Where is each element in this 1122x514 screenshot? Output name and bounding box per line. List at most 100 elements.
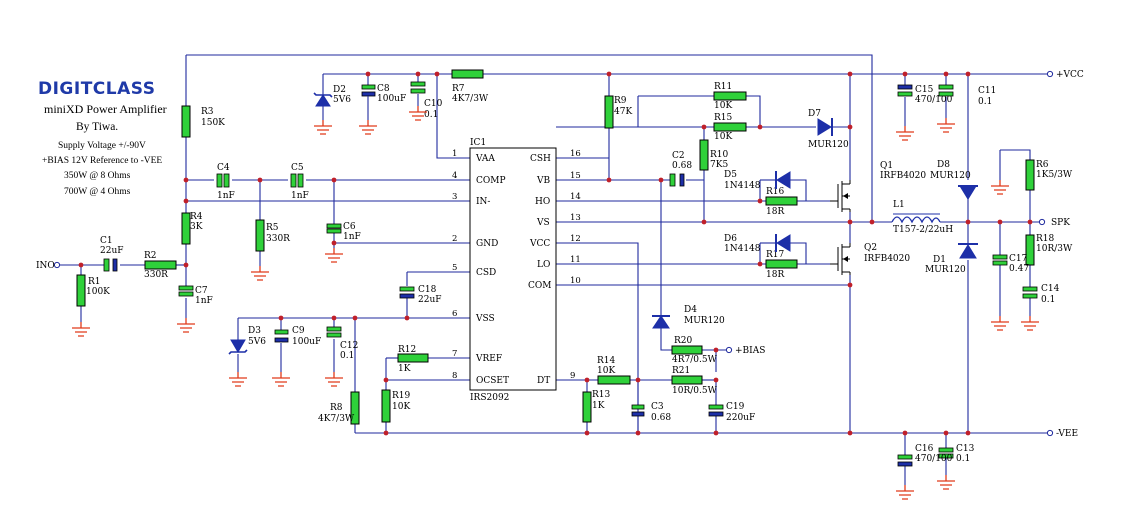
ground-icon — [229, 372, 247, 387]
ground-icon — [325, 248, 343, 263]
c18-ref: C18 — [418, 285, 437, 295]
r13-ref: R13 — [592, 390, 611, 400]
d6-ref: D6 — [724, 234, 737, 244]
ic-pin-vss: VSS — [475, 314, 495, 324]
r12-value: 1K — [398, 364, 411, 374]
d1-value: MUR120 — [925, 265, 966, 275]
c17-value: 0.47 — [1009, 264, 1029, 274]
bias-note: +BIAS 12V Reference to -VEE — [42, 155, 162, 166]
d3-value: 5V6 — [248, 337, 266, 347]
c7-value: 1nF — [195, 296, 213, 306]
ic-pin-6-num: 6 — [452, 309, 457, 319]
r2-value: 330R — [144, 270, 168, 280]
ic-pin-10-num: 10 — [570, 276, 581, 286]
d6-value: 1N4148 — [724, 244, 761, 254]
ic-pin-csd: CSD — [476, 268, 496, 278]
inductor-l1: L1 T157-2/22uH — [891, 200, 953, 235]
c18-value: 22uF — [418, 295, 442, 305]
input-terminal — [53, 261, 61, 269]
c7-ref: C7 — [195, 286, 208, 296]
resistor-r15 — [713, 122, 747, 132]
r4-value: 3K — [190, 222, 203, 232]
ic-pin-8-num: 8 — [452, 371, 457, 381]
r11-ref: R11 — [714, 82, 732, 92]
c4-value: 1nF — [217, 191, 235, 201]
ic-pin-vs: VS — [536, 218, 550, 228]
ic-pin-ho: HO — [535, 197, 550, 207]
c11-value: 0.1 — [978, 97, 992, 107]
ic-pin-7-num: 7 — [452, 349, 457, 359]
c16-value: 470/100 — [915, 454, 953, 464]
ground-icon — [251, 266, 269, 281]
r1-ref: R1 — [88, 277, 101, 287]
c1-ref: C1 — [100, 236, 113, 246]
c14-ref: C14 — [1041, 284, 1060, 294]
ground-icon — [177, 318, 195, 333]
ic-pin-in-minus: IN- — [476, 197, 490, 207]
ic-pin-gnd: GND — [476, 239, 498, 249]
d4-value: MUR120 — [684, 316, 725, 326]
resistor-r12 — [397, 353, 429, 363]
c19-ref: C19 — [726, 402, 745, 412]
ic-pin-3-num: 3 — [452, 192, 457, 202]
ground-icon — [1021, 316, 1039, 331]
r6-value: 1K5/3W — [1036, 170, 1073, 180]
mosfet-q2: Q2 IRFB4020 — [830, 243, 910, 275]
r20-ref: R20 — [674, 336, 693, 346]
c9-ref: C9 — [292, 326, 305, 336]
c6-value: 1nF — [343, 232, 361, 242]
capacitor-c8 — [361, 84, 376, 90]
ic-pin-com: COM — [528, 281, 551, 291]
bias-label: +BIAS — [735, 346, 765, 356]
c12-ref: C12 — [340, 341, 358, 351]
resistor-r6 — [1025, 159, 1035, 191]
c5-ref: C5 — [291, 163, 304, 173]
r20-value: 4R7/0.5W — [672, 355, 718, 365]
r5-value: 330R — [266, 234, 290, 244]
r1-value: 100K — [86, 287, 110, 297]
capacitor-c9 — [274, 329, 289, 335]
supply-voltage-note: Supply Voltage +/-90V — [58, 141, 146, 151]
ground-icon — [359, 120, 377, 135]
c5-value: 1nF — [291, 191, 309, 201]
d4-ref: D4 — [684, 305, 697, 315]
ic-pin-vb: VB — [536, 176, 550, 186]
resistor-r10 — [699, 139, 709, 171]
r2-ref: R2 — [144, 251, 157, 261]
resistor-r13 — [582, 391, 592, 423]
r18-value: 10R/3W — [1036, 244, 1073, 254]
resistor-r1 — [76, 274, 86, 307]
power-8-ohm: 350W @ 8 Ohms — [64, 171, 131, 181]
r15-ref: R15 — [714, 113, 733, 123]
spk-label: SPK — [1051, 218, 1070, 228]
ground-icon — [272, 372, 290, 387]
r21-ref: R21 — [672, 366, 690, 376]
resistor-r17 — [765, 259, 798, 269]
ground-symbols — [72, 106, 1039, 500]
r11-value: 10K — [714, 101, 732, 111]
ground-icon — [896, 126, 914, 141]
c14-value: 0.1 — [1041, 295, 1055, 305]
r21-value: 10R/0.5W — [672, 386, 718, 396]
ic-pin-dt: DT — [537, 376, 550, 386]
d8-ref: D8 — [937, 160, 950, 170]
resistor-r19 — [381, 389, 391, 423]
ic1-part: IRS2092 — [470, 393, 509, 403]
capacitors: C1 22uF C2 0.68 C3 0.68 C4 1nF C5 1nF C6… — [100, 81, 1060, 467]
resistor-r14 — [597, 375, 631, 385]
ground-icon — [937, 475, 955, 490]
r12-ref: R12 — [398, 345, 416, 355]
c6-ref: C6 — [343, 222, 356, 232]
r16-ref: R16 — [766, 187, 785, 197]
c12-value: 0.1 — [340, 351, 354, 361]
vee-terminal — [1046, 429, 1054, 437]
c10-value: 0.1 — [424, 110, 438, 120]
brand-title: DIGITCLASS — [38, 79, 156, 99]
r13-value: 1K — [592, 401, 605, 411]
r19-ref: R19 — [392, 391, 411, 401]
resistor-r11 — [713, 91, 747, 101]
c8-value: 100uF — [377, 94, 406, 104]
diode-d5 — [776, 171, 791, 189]
d1-ref: D1 — [933, 255, 946, 265]
